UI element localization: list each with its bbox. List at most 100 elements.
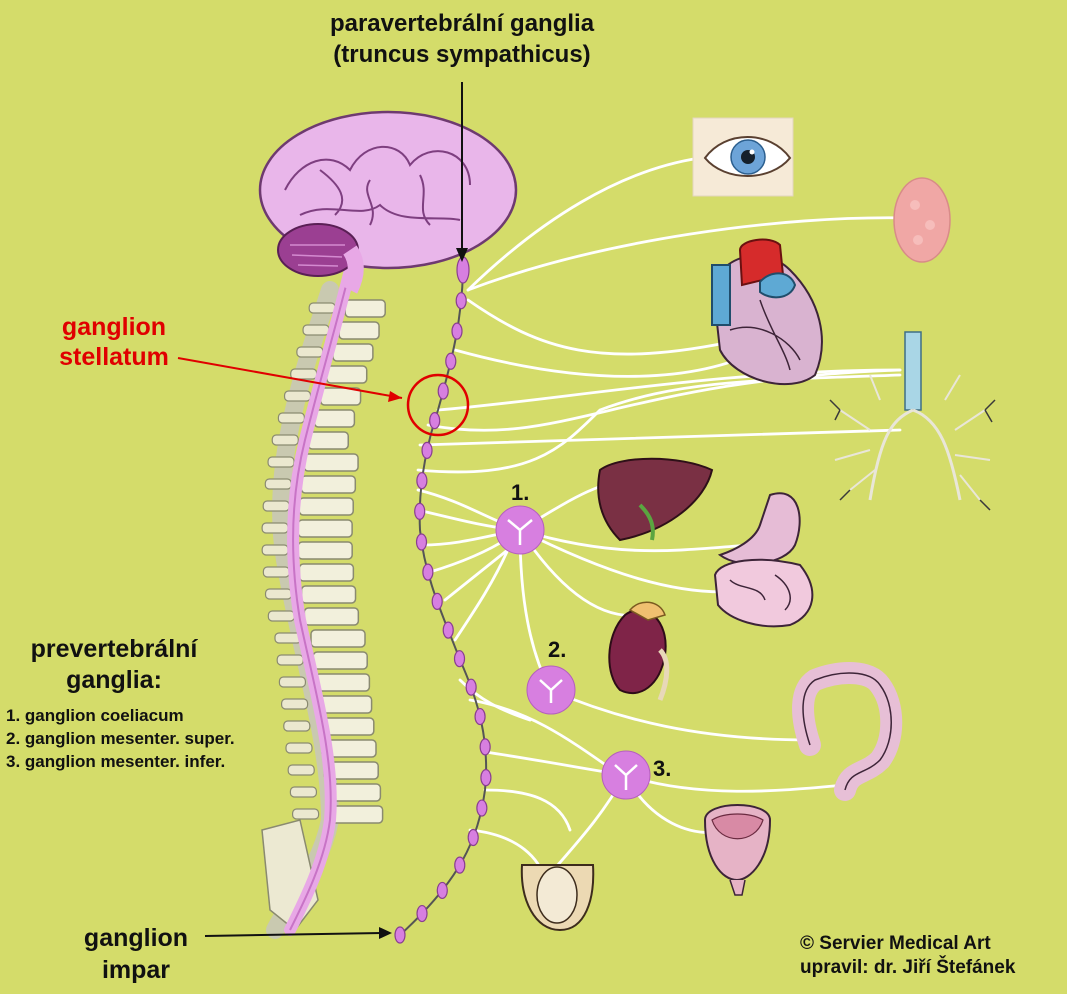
colon-illustration [792,662,903,801]
spinous-process [290,368,318,380]
spinous-process [261,544,289,556]
paravertebral-ganglion [474,707,486,726]
ganglion-stellatum-line2: stellatum [59,343,169,371]
ganglion-stellatum-line1: ganglion [61,313,167,341]
vertebra [298,563,355,582]
spinous-process [262,566,290,578]
spinous-process [292,808,320,820]
paravertebral-ganglia-line2: (truncus sympathicus) [333,41,591,68]
vertebra [327,805,384,824]
vertebra [300,475,357,494]
spinous-process [283,720,311,732]
paravertebral-ganglion [415,533,428,551]
paravertebral-ganglion [437,382,449,400]
list-item: 1. ganglion coeliacum [6,706,184,725]
paravertebral-ganglion [416,904,428,923]
spinous-process [264,478,292,490]
ganglion-number-2: 2. [548,637,567,662]
vertebra [319,387,362,406]
spinous-process [261,522,289,534]
vertebra [303,607,360,626]
paravertebral-ganglion [476,799,488,817]
spinous-process [296,346,324,358]
prevertebral-ganglia-line2: ganglia: [66,666,162,694]
vertebra [314,673,371,692]
prevertebral-ganglia-list: 1. ganglion coeliacum 2. ganglion mesent… [6,704,235,773]
ganglion-number-3: 3. [653,756,672,781]
spinous-process [276,654,304,666]
spinous-process [267,456,295,468]
spinous-process [278,676,306,688]
paravertebral-ganglion [394,926,406,944]
vertebra [297,519,353,538]
paravertebral-ganglion [453,650,466,668]
heart-illustration [711,238,823,386]
credit-line2: upravil: dr. Jiří Štefánek [800,957,1016,978]
paravertebral-ganglion [416,472,428,490]
ganglion-impar-line2: impar [101,956,171,984]
vertebral-column [261,281,386,939]
vertebra [338,321,380,340]
spinous-process [262,500,290,512]
paravertebral-ganglion [431,592,443,610]
spinous-process [277,412,305,424]
spinous-process [267,610,295,622]
ganglion-impar-line1: ganglion [83,924,189,952]
vertebra [300,585,357,604]
liver-illustration [597,457,714,542]
paravertebral-ganglia-line1: paravertebrální ganglia [329,10,595,37]
list-item: 3. ganglion mesenter. infer. [6,752,226,771]
ganglion-coeliacum [495,505,545,555]
paravertebral-ganglion [480,769,492,787]
ganglion-mesenter-super [526,665,576,715]
prevertebral-ganglia-heading: prevertebrální ganglia: [14,634,214,696]
impar-pointer [204,932,386,937]
credit-line1: © Servier Medical Art [800,933,991,954]
spinous-process [281,698,309,710]
ganglion-stellatum-label: ganglion stellatum [44,312,184,372]
stellatum-highlight-circle [406,373,470,437]
vertebra [325,365,368,384]
credit-block: © Servier Medical Art upravil: dr. Jiří … [800,932,1015,980]
paravertebral-ganglion [445,352,457,370]
prevertebral-ganglia-line1: prevertebrální [30,635,198,663]
vertebra [307,431,349,450]
paravertebral-ganglion [455,292,467,310]
spinous-process [302,324,330,336]
spinous-process [285,742,313,754]
paravertebral-ganglion [436,881,448,900]
spinous-process [271,434,299,446]
spinous-process [308,302,336,314]
spinous-process [289,786,317,798]
kidney-adrenal-illustration [608,601,670,701]
paravertebral-ganglion [422,563,434,581]
stomach-intestine-illustration [713,492,814,628]
ganglion-impar-label: ganglion impar [66,922,206,986]
salivary-gland-illustration [893,177,951,263]
vertebra [313,409,356,428]
lungs-illustration [829,331,996,511]
vertebra [344,299,386,318]
vertebra [310,629,366,648]
paravertebral-ganglion [451,322,463,340]
vertebra [303,453,359,472]
paravertebral-ganglion [467,828,479,847]
paravertebral-ganglion [421,441,433,459]
paravertebral-ganglion [414,502,426,520]
paravertebral-ganglion [479,738,491,756]
paravertebral-ganglion [454,856,466,874]
vertebra [298,497,354,516]
vertebra [297,541,353,560]
ganglion-mesenter-infer [601,750,651,800]
ganglion-number-1: 1. [511,480,530,505]
paravertebral-ganglia-label: paravertebrální ganglia (truncus sympath… [306,8,618,70]
vertebra [312,651,368,670]
vertebra [332,343,374,362]
brain-illustration [258,110,518,294]
paravertebral-ganglion [429,412,441,430]
bladder-illustration [703,804,772,896]
paravertebral-ganglion [442,621,454,639]
paravertebral-ganglion [456,256,470,284]
